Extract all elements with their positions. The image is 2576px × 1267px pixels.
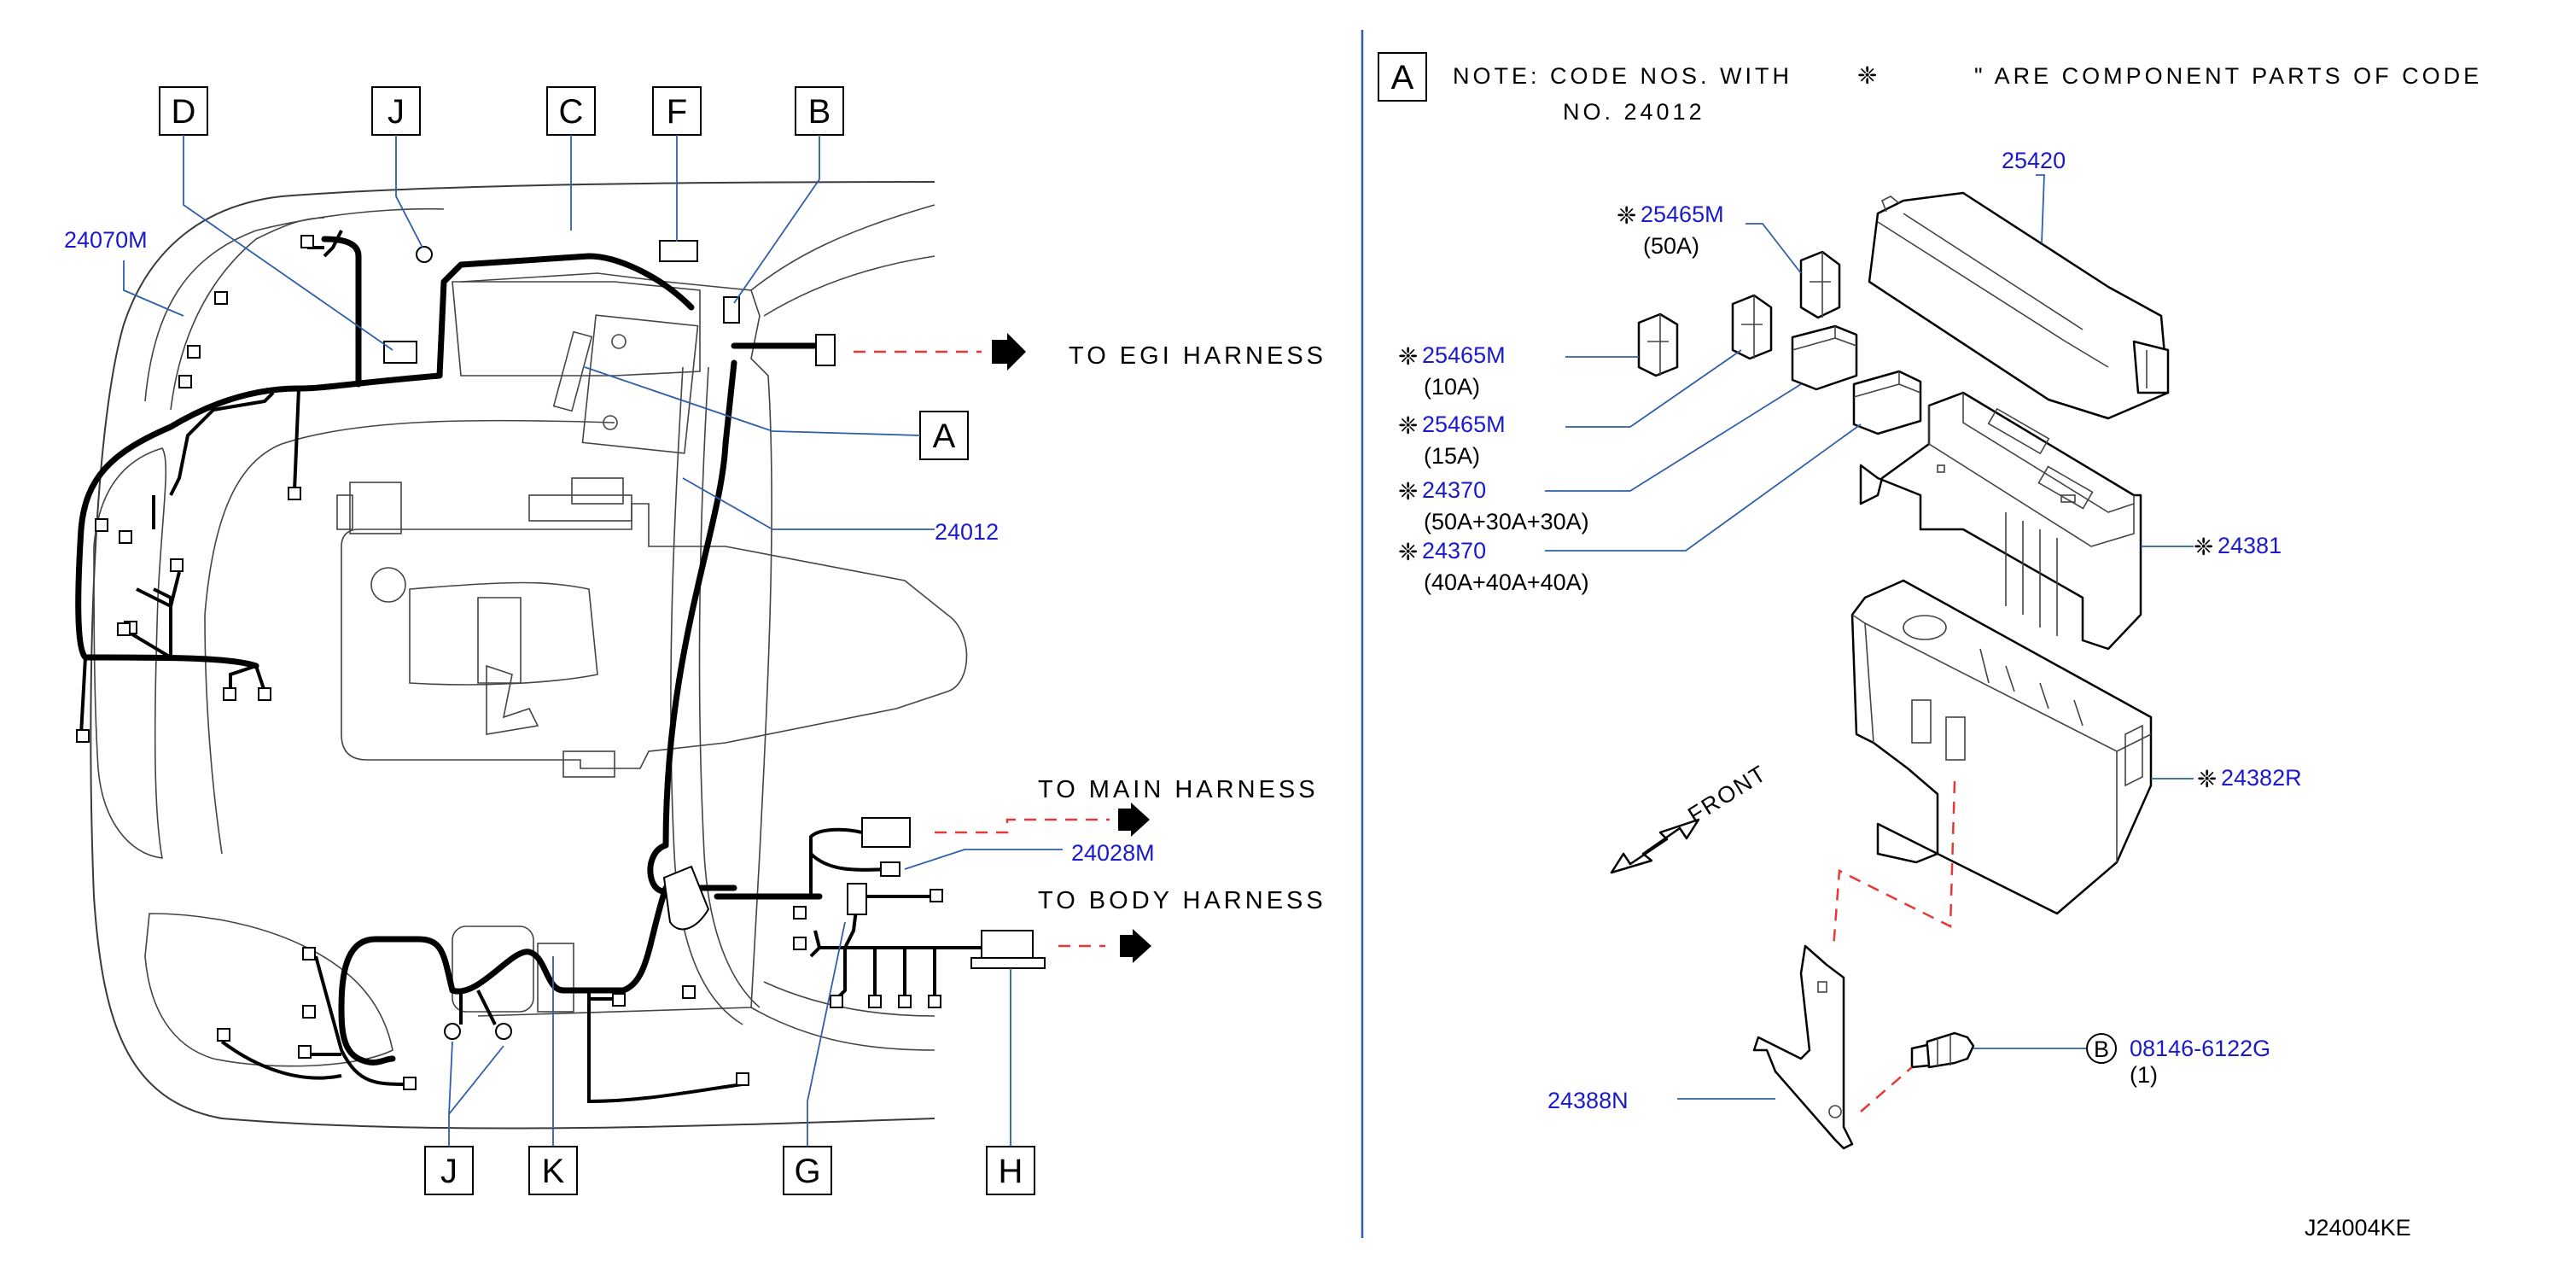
callout-f: F: [667, 93, 687, 131]
fusible-link-24370-a: [1791, 324, 1858, 391]
to-egi-harness-label: TO EGI HARNESS: [1069, 342, 1326, 370]
callout-d: D: [172, 93, 196, 131]
part-number-24370-a: 24370: [1422, 477, 1486, 503]
callout-boxes: D J C F B A J K G H: [159, 86, 1035, 1195]
asterisk-symbol-icon: ❈: [1617, 201, 1636, 230]
spec-50a-30a-30a: (50A+30A+30A): [1424, 509, 1589, 534]
callout-b: B: [808, 93, 831, 131]
fuse-box-cover: [1868, 191, 2170, 420]
part-number-24382r: 24382R: [2221, 765, 2302, 791]
note-line-1b: " ARE COMPONENT PARTS OF CODE: [1974, 63, 2482, 89]
callout-j-bottom: J: [440, 1153, 458, 1190]
part-number-24012: 24012: [935, 519, 999, 545]
asterisk-symbol-icon: ❈: [2197, 765, 2217, 793]
note-line-2: NO. 24012: [1563, 99, 1705, 125]
spec-10a: (10A): [1424, 374, 1480, 400]
bolt: [1910, 1031, 1975, 1069]
note-line-1: NOTE: CODE NOS. WITH: [1453, 63, 1792, 89]
fuse-block-lower: [1850, 579, 2153, 915]
harness-connectors: [76, 235, 1046, 1090]
asterisk-symbol-icon: ❈: [1398, 538, 1418, 566]
arrow-right-icon: [992, 333, 1026, 371]
spec-15a: (15A): [1424, 443, 1480, 469]
asterisk-symbol-icon: ❈: [1857, 61, 1877, 90]
fuse-50a: [1799, 250, 1841, 319]
fusible-link-24370-b: [1852, 370, 1922, 435]
left-leader-lines: [123, 135, 1063, 1147]
part-number-25465m-15a: 25465M: [1422, 412, 1506, 437]
detail-a-letter: A: [1391, 59, 1414, 96]
part-number-24028m: 24028M: [1071, 840, 1155, 866]
part-number-24381: 24381: [2218, 533, 2282, 558]
to-main-harness-label: TO MAIN HARNESS: [1038, 776, 1319, 803]
callout-g: G: [794, 1153, 820, 1190]
detail-a-box: [1378, 52, 1427, 102]
fuse-10a: [1637, 312, 1679, 377]
asterisk-symbol-icon: ❈: [2194, 533, 2213, 561]
asterisk-symbol-icon: ❈: [1398, 412, 1418, 440]
arrow-right-icon: [1120, 929, 1151, 963]
harness-branches: [79, 230, 982, 1104]
engine-room-harness: [75, 236, 823, 1066]
part-number-25465m-10a: 25465M: [1422, 342, 1506, 368]
part-number-25420: 25420: [2002, 148, 2066, 173]
callout-k: K: [542, 1153, 565, 1190]
bolt-callout-circle: [2086, 1033, 2117, 1064]
fuse-block-upper: [1859, 391, 2142, 651]
spec-40a-40a-40a: (40A+40A+40A): [1424, 569, 1589, 595]
asterisk-symbol-icon: ❈: [1398, 477, 1418, 505]
vehicle-body-outline: [90, 181, 935, 1130]
callout-c: C: [559, 93, 584, 131]
callout-j-top: J: [388, 93, 405, 131]
asterisk-symbol-icon: ❈: [1398, 342, 1418, 371]
to-body-harness-label: TO BODY HARNESS: [1038, 887, 1326, 914]
part-number-24370-b: 24370: [1422, 538, 1486, 563]
fuse-15a: [1731, 294, 1773, 360]
part-number-25465m-50a: 25465M: [1641, 201, 1724, 227]
front-direction-arrow: [1610, 818, 1700, 874]
mounting-bracket: [1752, 944, 1854, 1150]
part-number-24070m: 24070M: [64, 227, 148, 253]
bolt-callout-letter: B: [2094, 1036, 2109, 1062]
part-number-24388n: 24388N: [1547, 1088, 1629, 1113]
front-label: FRONT: [1683, 760, 1771, 828]
relay-area: [452, 281, 701, 1013]
spec-50a: (50A): [1643, 233, 1699, 259]
arrow-right-icon: [1118, 803, 1150, 837]
part-number-08146-6122g: 08146-6122G: [2130, 1036, 2270, 1061]
quantity-08146: (1): [2130, 1062, 2158, 1088]
assembly-dashed-lines: [1832, 780, 1956, 1112]
destination-arrows: [854, 333, 1151, 963]
engine-block: [336, 477, 968, 778]
callout-a: A: [933, 417, 956, 455]
diagram-code: J24004KE: [2305, 1215, 2411, 1241]
callout-h: H: [999, 1153, 1023, 1190]
